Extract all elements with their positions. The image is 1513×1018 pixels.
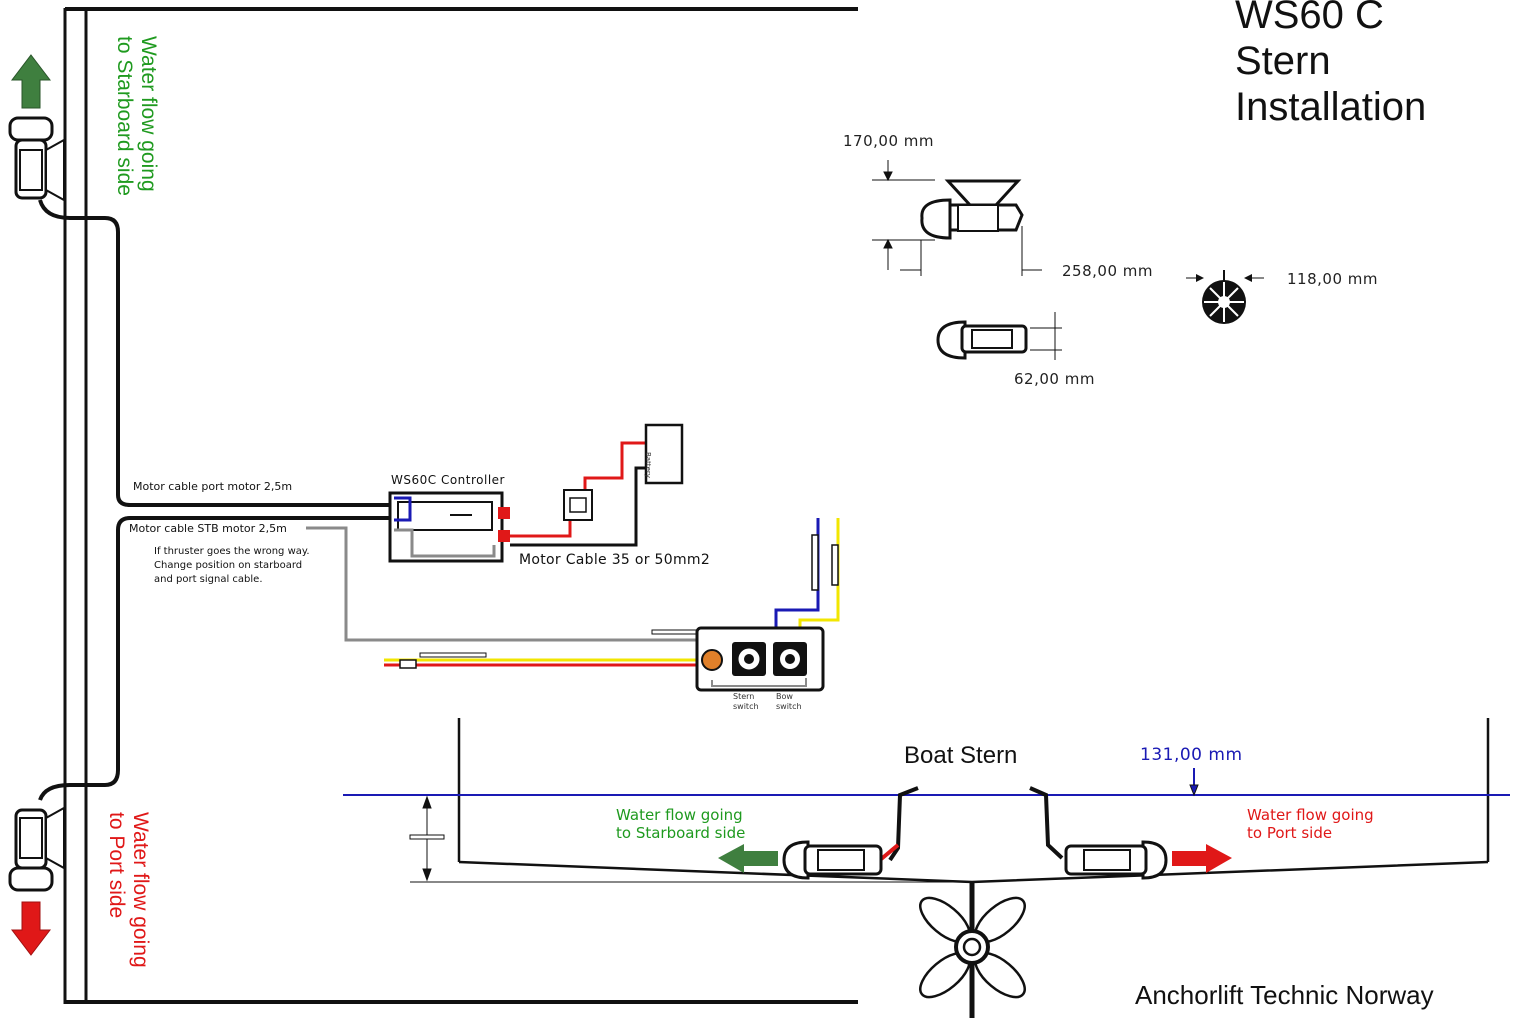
flow-starboard-label: Water flow going to Starboard side — [112, 36, 160, 196]
motor-cable-label: Motor Cable 35 or 50mm2 — [519, 552, 711, 568]
main-propeller — [919, 882, 1026, 1018]
cable-port-label: Motor cable port motor 2,5m — [133, 480, 293, 493]
thruster-side-view — [872, 160, 1042, 276]
stern-flow-port: Water flow going to Port side — [1247, 806, 1374, 842]
flow-port-text: Water flow going to Port side — [105, 812, 152, 968]
flow-port-label: Water flow going to Port side — [104, 812, 152, 968]
battery-icon — [644, 423, 684, 485]
bow-switch-label: Bow switch — [776, 692, 802, 711]
stern-flow-port-1: Water flow going — [1247, 806, 1374, 824]
stern-flow-starboard-2: to Starboard side — [616, 824, 746, 842]
title-line-1: WS60 C — [1235, 0, 1384, 37]
stern-flow-starboard-1: Water flow going — [616, 806, 743, 824]
boat-stern-label: Boat Stern — [904, 742, 1018, 769]
stern-switch-label: Stern switch — [733, 692, 759, 711]
title-line-3: Installation — [1235, 85, 1427, 129]
dimension-depth: 131,00 mm — [1140, 745, 1243, 765]
company-footer: Anchorlift Technic Norway — [1135, 980, 1434, 1010]
note-line-3: and port signal cable. — [154, 574, 263, 585]
propeller-front-view — [1186, 270, 1264, 324]
stern-thruster-port — [1029, 786, 1168, 880]
dimension-length: 258,00 mm — [1062, 262, 1153, 280]
stern-thruster-starboard — [782, 786, 919, 880]
flow-starboard-text: Water flow going to Starboard side — [113, 36, 160, 196]
wrong-way-note: If thruster goes the wrong way. Change p… — [154, 545, 310, 587]
dimension-tube: 62,00 mm — [1014, 370, 1095, 388]
ws60c-controller — [388, 491, 510, 563]
fuse-icon — [563, 489, 593, 521]
switch-panel — [695, 626, 825, 692]
depth-dimension — [409, 768, 1199, 882]
diagram-title: WS60 C Stern Installation — [1235, 0, 1426, 130]
thruster-top-view — [936, 312, 1062, 360]
note-line-1: If thruster goes the wrong way. — [154, 546, 310, 557]
arrow-right-red-icon — [1172, 844, 1232, 873]
stern-flow-starboard: Water flow going to Starboard side — [616, 806, 745, 842]
battery-label: Battery — [644, 452, 652, 478]
title-line-2: Stern — [1235, 39, 1331, 83]
arrow-left-green-icon — [718, 844, 778, 873]
thruster-bottom-left — [8, 806, 65, 892]
arrow-up-green-icon — [10, 54, 52, 109]
thruster-top-left — [8, 116, 65, 202]
controller-label: WS60C Controller — [391, 473, 505, 487]
stern-flow-port-2: to Port side — [1247, 824, 1333, 842]
motor-cable-port — [38, 199, 400, 801]
note-line-2: Change position on starboard — [154, 560, 303, 571]
dimension-diameter: 118,00 mm — [1287, 270, 1378, 288]
cable-stb-label: Motor cable STB motor 2,5m — [129, 522, 287, 535]
dimension-height: 170,00 mm — [843, 132, 934, 150]
arrow-down-red-icon — [10, 901, 52, 956]
